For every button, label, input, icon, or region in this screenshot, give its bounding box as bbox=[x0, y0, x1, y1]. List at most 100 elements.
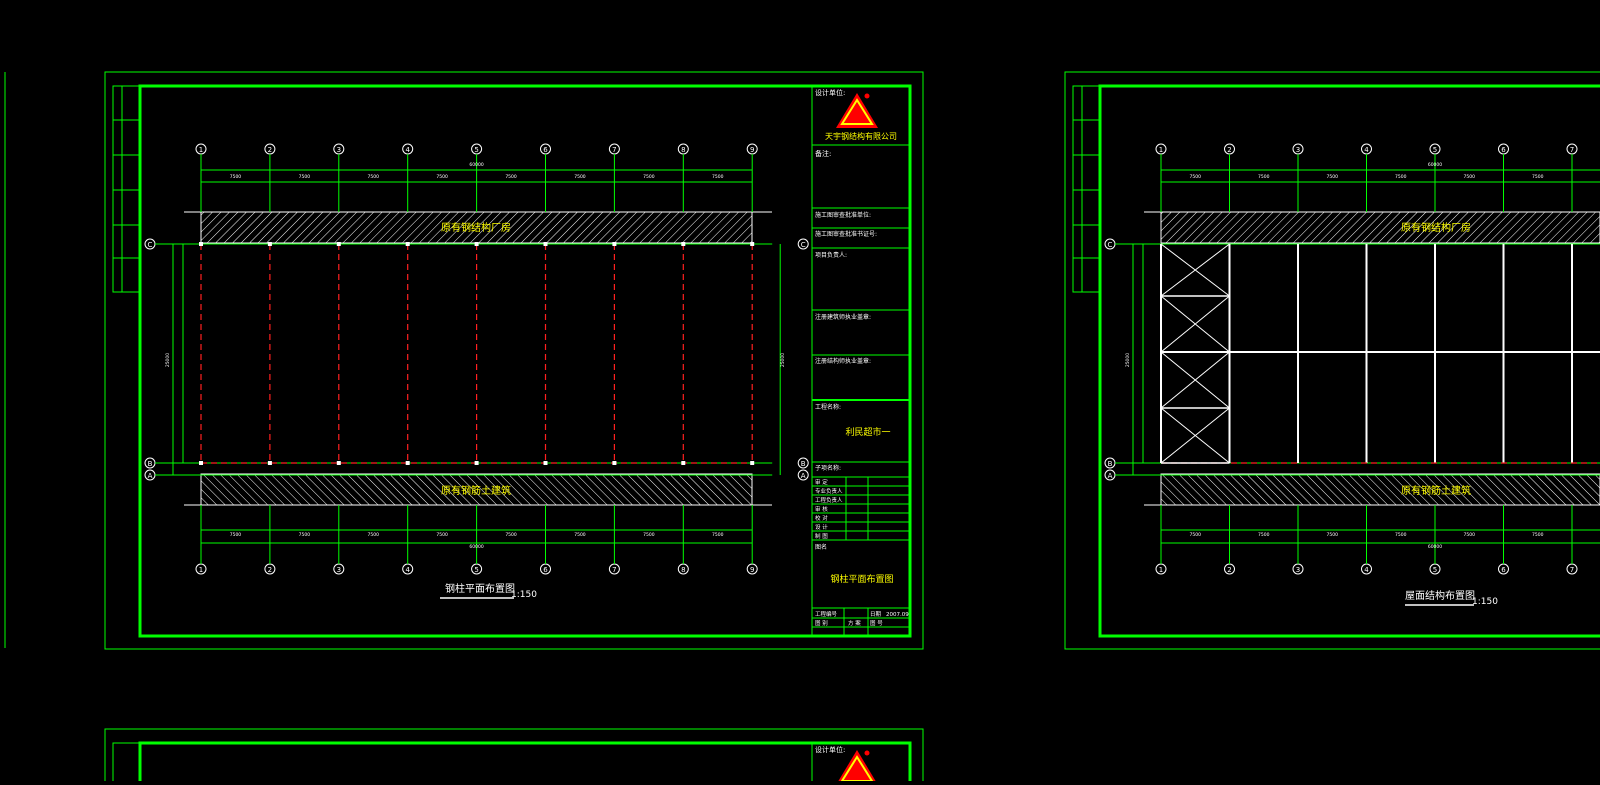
axis-number-top: 3 bbox=[337, 146, 341, 154]
sheet-roof-structure-plan[interactable]: 原有钢结构厂房 原有钢筋土建筑 112233445566777500750075… bbox=[1064, 71, 1600, 650]
column-marker-bottom bbox=[267, 461, 272, 465]
sheet3-company-logo bbox=[836, 750, 878, 785]
axis-number-top: 3 bbox=[1296, 146, 1300, 154]
bay-dimension-top: 7500 bbox=[505, 174, 517, 180]
depth-dimension-left: 25000 bbox=[165, 353, 171, 367]
remark-label: 备注: bbox=[815, 149, 831, 158]
axis-number-bottom: 7 bbox=[612, 566, 616, 574]
sign-row-5: 校 对 bbox=[815, 514, 828, 522]
top-band-label-2: 原有钢结构厂房 bbox=[1401, 221, 1471, 234]
sheet2-outer-border bbox=[1064, 71, 1600, 650]
row-axis-bubble-right bbox=[797, 469, 809, 481]
column-marker-top bbox=[199, 242, 203, 246]
bay-dimension-top: 7500 bbox=[574, 174, 586, 180]
bay-dimension-top: 7500 bbox=[712, 174, 724, 180]
axis-number-bottom: 4 bbox=[1364, 566, 1369, 574]
bay-dimension-top: 7500 bbox=[1258, 174, 1270, 180]
footer-project-no: 工程编号 bbox=[815, 610, 838, 618]
footer-type-label: 图 别 bbox=[815, 619, 828, 627]
column-marker-top bbox=[474, 242, 479, 246]
plan2-grid: 1122334455667775007500750075007500750075… bbox=[1104, 143, 1600, 575]
row-axis-letter: B bbox=[148, 460, 153, 468]
column-marker-top bbox=[405, 242, 410, 246]
row-axis-bubble-right bbox=[797, 457, 809, 469]
brace-diagonal bbox=[1160, 351, 1230, 409]
company-header: 设计单位: bbox=[815, 88, 845, 97]
bay-dimension-bottom: 7500 bbox=[436, 532, 448, 538]
sign-row-1: 审 定 bbox=[815, 478, 828, 486]
axis-number-top: 2 bbox=[268, 146, 272, 154]
company-logo bbox=[836, 93, 878, 128]
footer-sheet-no: 图 号 bbox=[870, 619, 883, 627]
depth-dimension-left: 25000 bbox=[1125, 353, 1131, 367]
bay-dimension-bottom: 7500 bbox=[643, 532, 655, 538]
axis-number-top: 6 bbox=[1501, 146, 1506, 154]
footer-type: 方 案 bbox=[848, 619, 861, 627]
axis-number-bottom: 2 bbox=[268, 566, 272, 574]
axis-number-top: 4 bbox=[1364, 146, 1369, 154]
sign-row-7: 制 图 bbox=[815, 532, 828, 540]
top-hatch-band-2 bbox=[1160, 211, 1600, 244]
tb-row-1: 施工图审查批准单位: bbox=[815, 211, 871, 219]
plan1-grid: 1122334455667788997500750075007500750075… bbox=[144, 143, 809, 575]
axis-number-top: 7 bbox=[612, 146, 616, 154]
bay-dimension-top: 7500 bbox=[1327, 174, 1339, 180]
title-block[interactable]: 设计单位: 天宇钢结构有限公司 备注: 施工图审查批准单位: 施工图审查批准书证… bbox=[811, 85, 911, 637]
bay-dimension-bottom: 7500 bbox=[1258, 532, 1270, 538]
axis-number-bottom: 9 bbox=[750, 566, 754, 574]
column-marker-bottom bbox=[405, 461, 410, 465]
sign-row-2: 专业负责人 bbox=[815, 487, 843, 495]
column-marker-top bbox=[750, 242, 755, 246]
axis-number-bottom: 5 bbox=[474, 566, 478, 574]
axis-number-bottom: 4 bbox=[405, 566, 410, 574]
footer-date: 2007.09 bbox=[886, 612, 909, 618]
bay-dimension-bottom: 7500 bbox=[505, 532, 517, 538]
brace-diagonal bbox=[1160, 243, 1230, 297]
axis-number-top: 8 bbox=[681, 146, 685, 154]
sheet-steel-column-plan[interactable]: 设计单位: 天宇钢结构有限公司 备注: 施工图审查批准单位: 施工图审查批准书证… bbox=[104, 71, 924, 650]
sheet2-inner-border bbox=[1098, 84, 1600, 638]
bay-dimension-bottom: 7500 bbox=[299, 532, 311, 538]
axis-number-top: 5 bbox=[474, 146, 478, 154]
axis-number-bottom: 6 bbox=[1501, 566, 1506, 574]
binding-strip bbox=[112, 85, 141, 293]
roof-plan[interactable]: 原有钢结构厂房 原有钢筋土建筑 112233445566777500750075… bbox=[1104, 143, 1600, 607]
column-marker-bottom bbox=[612, 461, 617, 465]
axis-number-top: 7 bbox=[1570, 146, 1574, 154]
drawing-name: 钢柱平面布置图 bbox=[830, 573, 893, 585]
row-axis-letter: A bbox=[148, 472, 153, 480]
sheet3-outer-border bbox=[104, 728, 924, 785]
sign-table: 审 定 专业负责人 工程负责人 审 核 校 对 设 计 制 图 bbox=[812, 476, 910, 541]
bottom-band-label-2: 原有钢筋土建筑 bbox=[1401, 484, 1471, 497]
bay-dimension-top: 7500 bbox=[368, 174, 380, 180]
row-axis-letter-right: C bbox=[801, 241, 806, 249]
column-plan[interactable]: 原有钢结构厂房 原有钢筋土建筑 112233445566778899750075… bbox=[144, 143, 809, 600]
bay-dimension-bottom: 7500 bbox=[1532, 532, 1544, 538]
depth-dimension-right: 25000 bbox=[780, 353, 786, 367]
sign-row-6: 设 计 bbox=[815, 523, 828, 531]
axis-number-bottom: 1 bbox=[199, 566, 203, 574]
bay-dimension-bottom: 7500 bbox=[1395, 532, 1407, 538]
drawing-label: 图名 bbox=[815, 543, 827, 551]
bay-dimension-top: 7500 bbox=[1395, 174, 1407, 180]
bay-dimension-top: 7500 bbox=[299, 174, 311, 180]
plan-scale: 1:150 bbox=[511, 590, 537, 600]
company-name: 天宇钢结构有限公司 bbox=[825, 131, 897, 141]
plan-title: 钢柱平面布置图 bbox=[445, 582, 515, 595]
bay-dimension-top: 7500 bbox=[1532, 174, 1544, 180]
bay-dimension-top: 7500 bbox=[436, 174, 448, 180]
column-marker-bottom bbox=[750, 461, 755, 465]
total-dimension-top: 60000 bbox=[469, 162, 483, 168]
plan2-title: 屋面结构布置图 bbox=[1405, 589, 1475, 602]
row-axis-letter-right: A bbox=[801, 472, 806, 480]
top-hatch-band bbox=[200, 211, 753, 244]
axis-number-top: 9 bbox=[750, 146, 754, 154]
row-axis-letter: A bbox=[1108, 472, 1113, 480]
sheet-third-partial[interactable]: 设计单位: bbox=[104, 728, 924, 785]
top-band-label: 原有钢结构厂房 bbox=[441, 221, 511, 234]
bay-dimension-bottom: 7500 bbox=[1190, 532, 1202, 538]
column-marker-top bbox=[612, 242, 617, 246]
tb-row-5: 注册结构师执业盖章: bbox=[815, 357, 871, 365]
